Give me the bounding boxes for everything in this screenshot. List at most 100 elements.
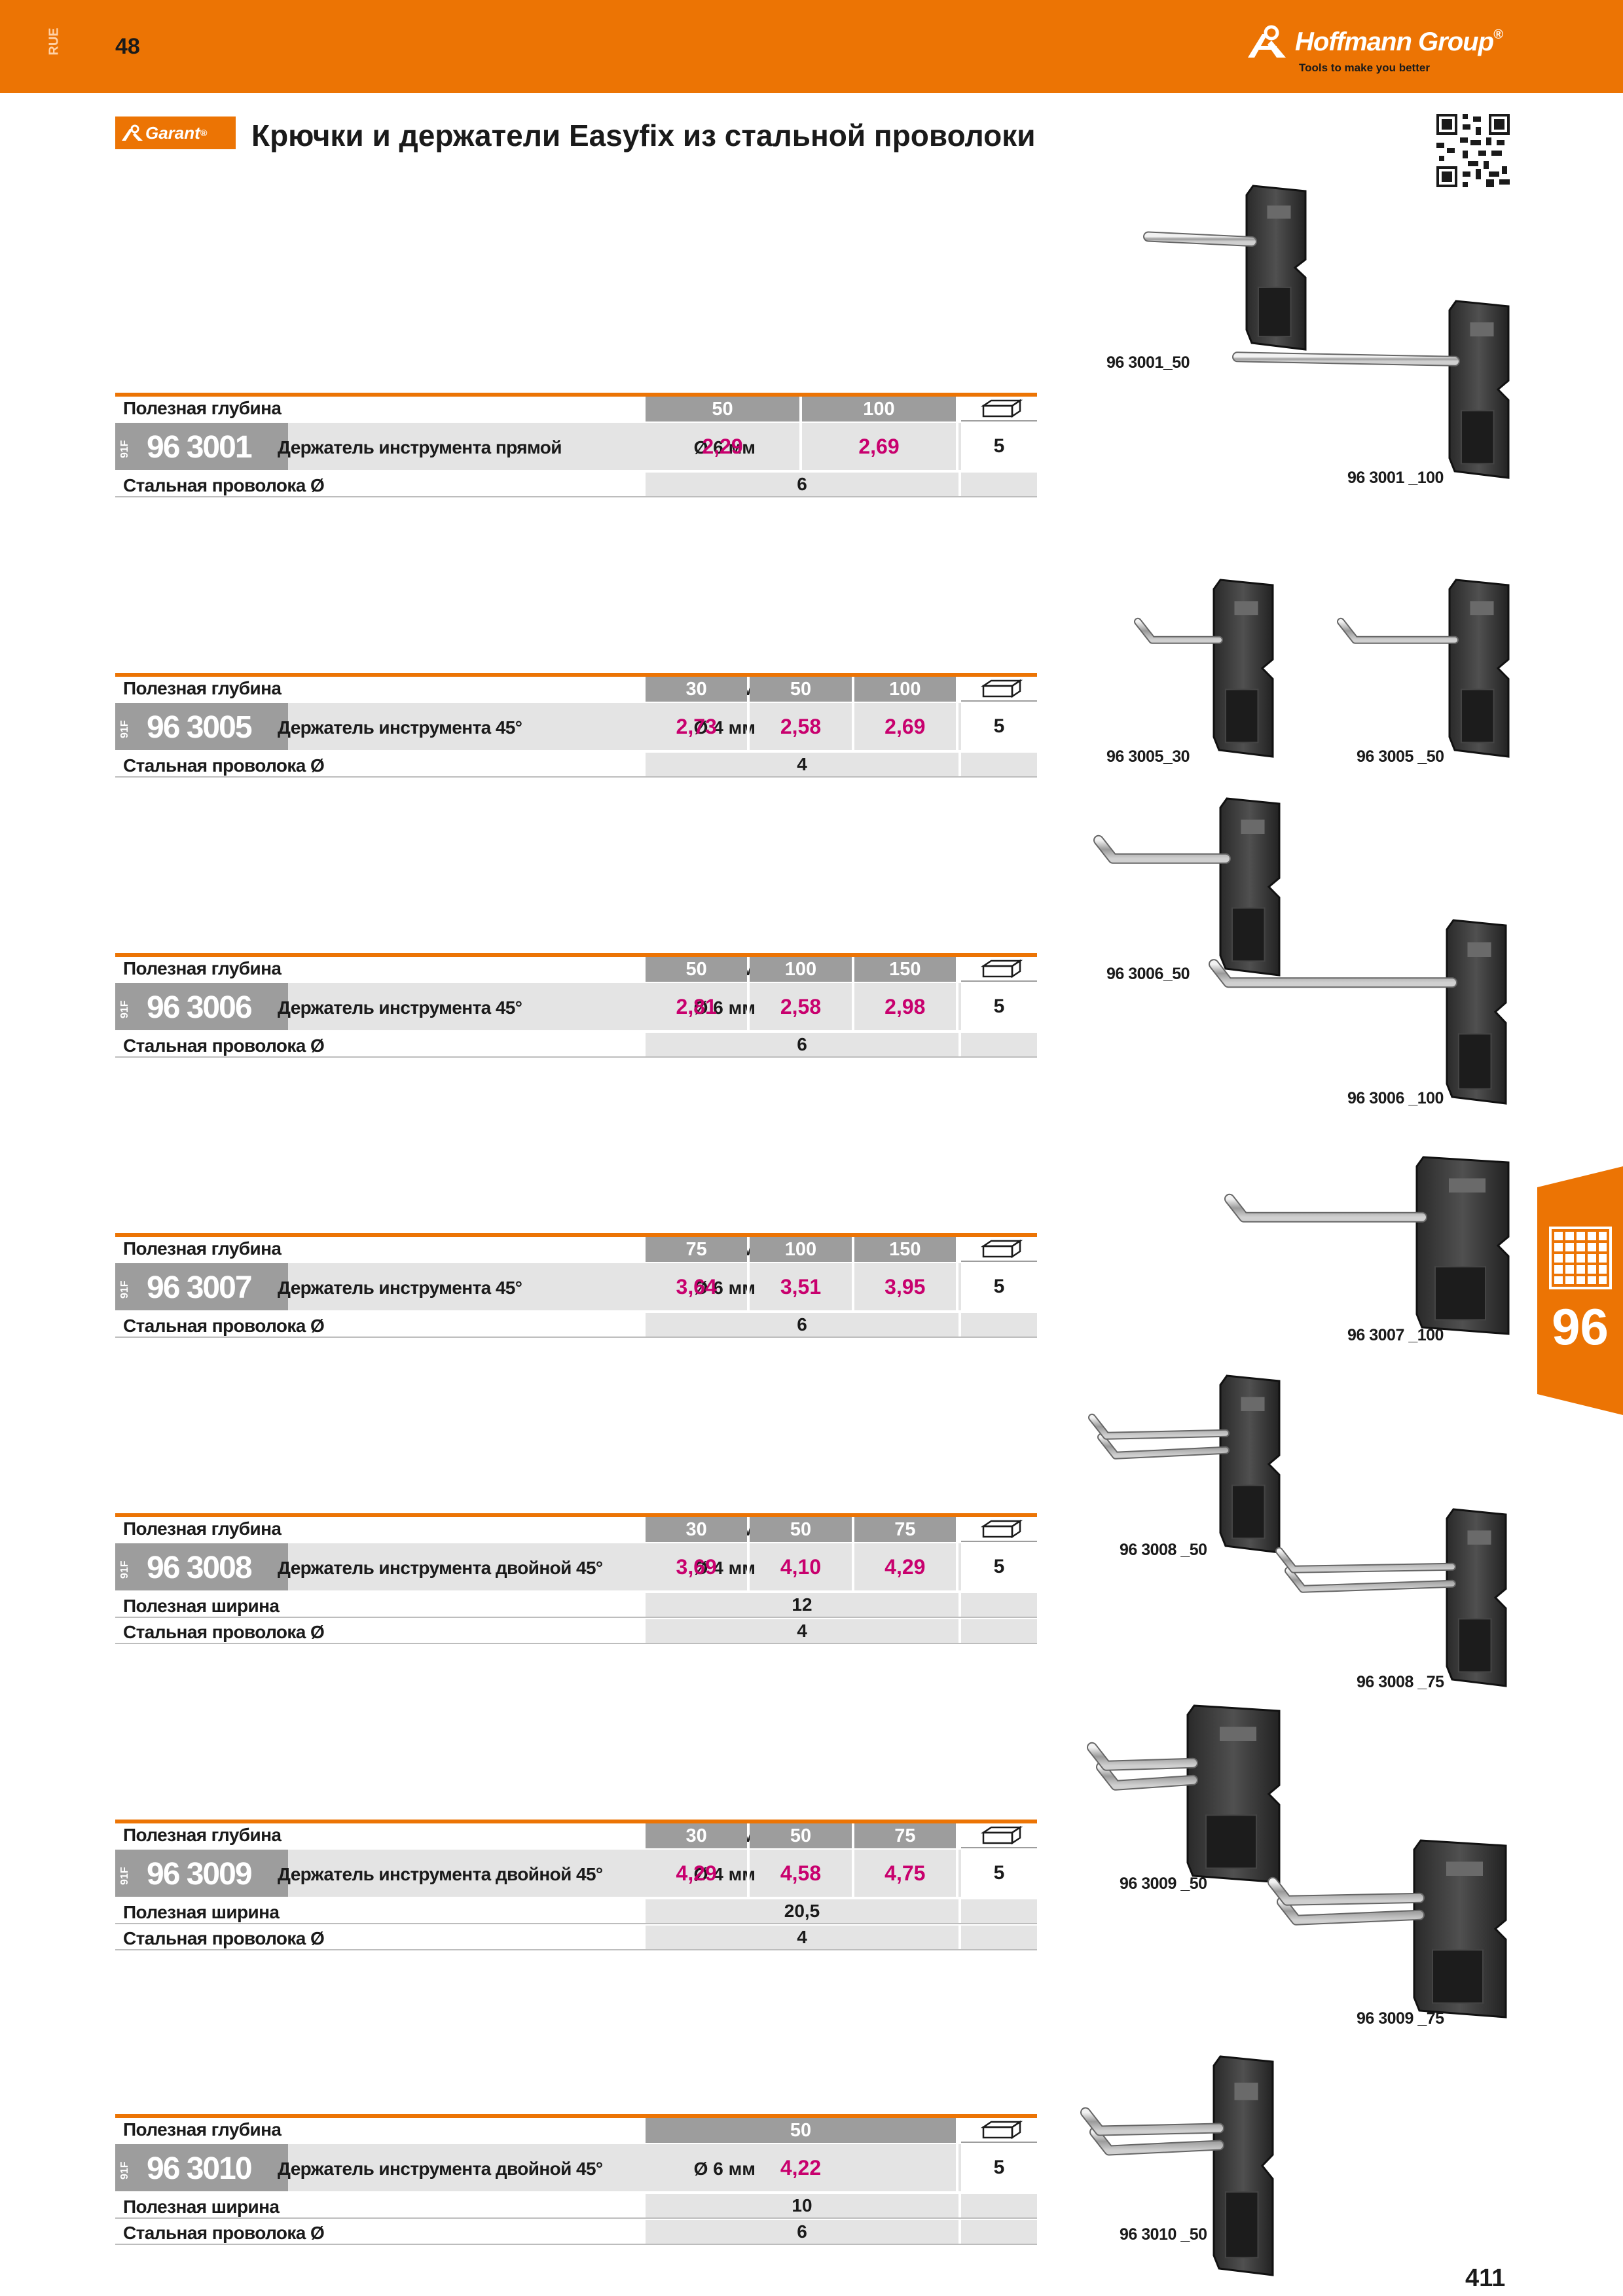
spec-pack-empty bbox=[961, 1033, 1037, 1056]
article-description: Держатель инструмента двойной 45° bbox=[278, 2159, 603, 2179]
article-description: Держатель инструмента прямой bbox=[278, 437, 562, 457]
price-cell[interactable]: 4,75 bbox=[884, 1861, 926, 1885]
article-description: Держатель инструмента двойной 45° bbox=[278, 1864, 603, 1884]
price-cell[interactable]: 2,69 bbox=[858, 435, 900, 458]
price-cell[interactable]: 2,98 bbox=[884, 995, 926, 1018]
hook-holder-icon bbox=[1275, 1508, 1507, 1687]
hook-holder-icon bbox=[1232, 300, 1510, 479]
price-cell[interactable]: 4,10 bbox=[780, 1555, 822, 1579]
pack-quantity: 5 bbox=[961, 1850, 1037, 1897]
depth-cell: 50 bbox=[750, 1823, 852, 1848]
accent-rule bbox=[115, 1820, 1037, 1823]
price-cell[interactable]: 3,51 bbox=[780, 1275, 822, 1299]
price-cell[interactable]: 4,29 bbox=[884, 1555, 926, 1579]
price-cell[interactable]: 4,29 bbox=[676, 1861, 717, 1885]
image-caption: 96 3006 _100 bbox=[1347, 1089, 1444, 1107]
chapter-tab[interactable]: 96 bbox=[1537, 1166, 1623, 1415]
pack-quantity: 5 bbox=[961, 1543, 1037, 1590]
accent-rule bbox=[115, 953, 1037, 957]
depth-cell: 100 bbox=[750, 957, 852, 982]
price-cell[interactable]: 2,73 bbox=[676, 715, 717, 738]
spec-value: 6 bbox=[646, 473, 958, 496]
wire-diameter: Ø 6 мм bbox=[693, 2159, 756, 2179]
wire-diameter: Ø 4 мм bbox=[693, 1864, 756, 1884]
product-image[interactable] bbox=[1224, 1153, 1512, 1343]
product-image[interactable] bbox=[1093, 795, 1283, 984]
spec-pack-empty bbox=[961, 1313, 1037, 1336]
depth-cell: 100 bbox=[854, 677, 956, 702]
product-image[interactable] bbox=[1267, 1837, 1510, 2026]
product-image[interactable] bbox=[1218, 297, 1512, 487]
spec-label: Стальная проволока Ø bbox=[123, 1928, 325, 1948]
price-cell[interactable]: 2,69 bbox=[884, 715, 926, 738]
hook-holder-icon bbox=[1080, 2055, 1274, 2276]
box-icon bbox=[981, 1240, 1023, 1258]
depth-label: Полезная глубина bbox=[123, 678, 282, 698]
product-image[interactable] bbox=[1087, 1372, 1283, 1562]
depth-header-row: Полезная глубинамм305075 bbox=[115, 1513, 1037, 1542]
spec-pack-empty bbox=[961, 753, 1037, 776]
image-caption: 96 3007 _100 bbox=[1347, 1326, 1444, 1344]
image-caption: 96 3001_50 bbox=[1106, 353, 1190, 372]
spec-label: Полезная ширина bbox=[123, 2197, 280, 2217]
price-cell[interactable]: 2,29 bbox=[702, 435, 743, 458]
box-icon bbox=[981, 1520, 1023, 1538]
price-cell[interactable]: 3,69 bbox=[676, 1555, 717, 1579]
pack-unit-header bbox=[961, 397, 1037, 422]
product-image[interactable] bbox=[1336, 576, 1512, 766]
price-cell[interactable]: 2,81 bbox=[676, 995, 717, 1018]
group-code: 91F bbox=[119, 1280, 130, 1299]
product-image[interactable] bbox=[1133, 576, 1277, 766]
spec-value: 10 bbox=[646, 2194, 958, 2217]
spec-row: Стальная проволока Øмм4 bbox=[115, 1619, 1037, 1644]
spec-label: Стальная проволока Ø bbox=[123, 755, 325, 776]
wire-diameter: Ø 4 мм bbox=[693, 1558, 756, 1578]
depth-cell: 30 bbox=[646, 1517, 748, 1542]
depth-cell: 50 bbox=[646, 397, 799, 422]
product-image[interactable] bbox=[1080, 2053, 1277, 2284]
price-cell[interactable]: 2,58 bbox=[780, 995, 822, 1018]
image-caption: 96 3005 _50 bbox=[1357, 747, 1444, 766]
accent-rule bbox=[115, 1233, 1037, 1237]
catalog-page-number: 48 bbox=[115, 34, 140, 59]
box-icon bbox=[981, 399, 1023, 418]
image-caption: 96 3005_30 bbox=[1106, 747, 1190, 766]
price-cell[interactable]: 3,64 bbox=[676, 1275, 717, 1299]
price-cell[interactable]: 2,58 bbox=[780, 715, 822, 738]
product-image[interactable] bbox=[1087, 1702, 1283, 1892]
depth-cell: 150 bbox=[854, 957, 956, 982]
price-cell[interactable]: 4,58 bbox=[780, 1861, 822, 1885]
price-cell[interactable]: 3,95 bbox=[884, 1275, 926, 1299]
hoffmann-group-logo[interactable]: Hoffmann Group® Tools to make you better bbox=[1245, 18, 1520, 81]
spec-pack-empty bbox=[961, 473, 1037, 496]
group-code: 91F bbox=[119, 2161, 130, 2179]
spec-value: 6 bbox=[646, 1033, 958, 1056]
box-icon bbox=[981, 1826, 1023, 1844]
spec-label: Стальная проволока Ø bbox=[123, 475, 325, 495]
spec-row: Стальная проволока Øмм6 bbox=[115, 2220, 1037, 2245]
depth-cell: 100 bbox=[802, 397, 956, 422]
image-caption: 96 3009 _75 bbox=[1357, 2009, 1444, 2028]
chapter-number: 96 bbox=[1552, 1298, 1609, 1355]
group-code: 91F bbox=[119, 1560, 130, 1579]
cell-separator bbox=[956, 1543, 958, 1590]
pack-quantity: 5 bbox=[961, 2144, 1037, 2191]
product-image[interactable] bbox=[1209, 916, 1510, 1113]
depth-header-row: Полезная глубинамм305075 bbox=[115, 1820, 1037, 1848]
product-image[interactable] bbox=[1120, 182, 1309, 359]
qr-code-icon[interactable] bbox=[1436, 114, 1510, 187]
wire-diameter: Ø 6 мм bbox=[693, 437, 756, 457]
product-image[interactable] bbox=[1274, 1505, 1510, 1695]
price-cell[interactable]: 4,22 bbox=[780, 2156, 822, 2179]
spec-pack-empty bbox=[961, 1899, 1037, 1923]
spec-row: Стальная проволока Øмм6 bbox=[115, 1313, 1037, 1338]
